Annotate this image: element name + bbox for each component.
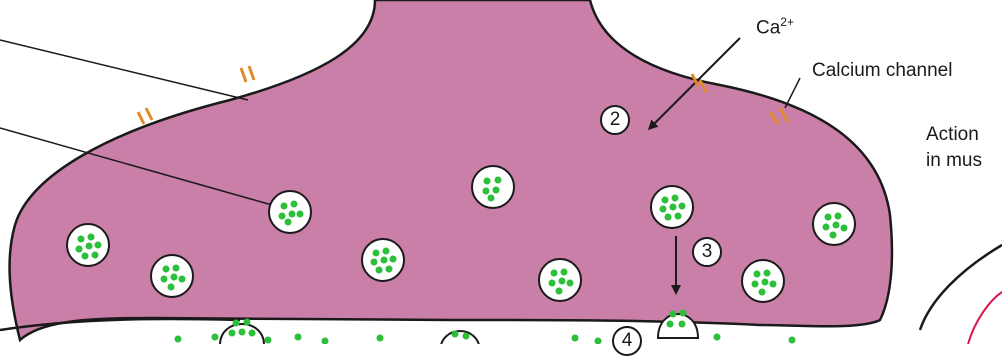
action-potential-label-line2: in mus [926,151,982,170]
step-3-marker: 3 [692,237,722,267]
fusing-vesicle [440,331,480,345]
synaptic-vesicle [813,203,855,245]
calcium-channel-label: Calcium channel [812,61,952,80]
leader-line-1 [0,40,248,100]
synaptic-vesicle [269,191,311,233]
synaptic-vesicle [67,224,109,266]
synaptic-vesicle [472,166,514,208]
neuromuscular-junction-diagram: Ca2+ Calcium channel Action in mus 2 3 4 [0,0,1002,344]
synaptic-vesicle [742,260,784,302]
step-2-marker: 2 [600,105,630,135]
released-acetylcholine [175,334,796,345]
synaptic-vesicle [151,255,193,297]
calcium-ion-label: Ca2+ [756,16,794,37]
action-potential-label-line1: Action [926,125,979,144]
synaptic-vesicle [362,239,404,281]
muscle-fiber-line [968,292,1002,344]
calcium-ion-charge: 2+ [780,15,794,29]
synaptic-vesicle [651,186,693,228]
calcium-ion-symbol: Ca [756,17,780,38]
calcium-channel-icon [138,108,152,124]
step-4-marker: 4 [612,326,642,356]
calcium-channel-leader [785,78,800,108]
synaptic-vesicle [539,259,581,301]
calcium-channel-icon [241,66,254,82]
diagram-canvas [0,0,1002,344]
fusing-vesicle [220,319,264,345]
